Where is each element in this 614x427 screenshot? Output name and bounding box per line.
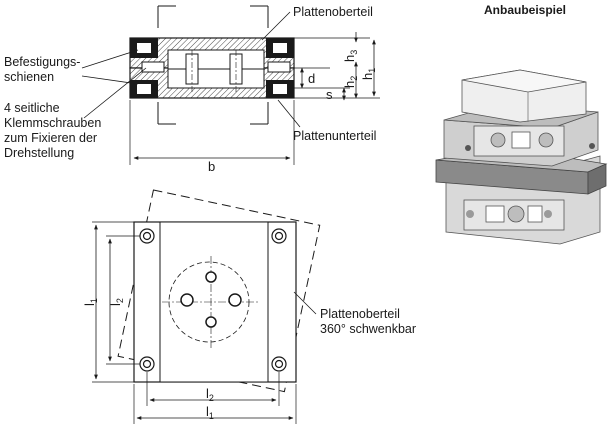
dim-h2: h2 — [342, 76, 359, 88]
svg-text:h1: h1 — [360, 68, 377, 80]
svg-text:l2: l2 — [108, 298, 125, 306]
dim-l1-left: l1 — [82, 298, 99, 306]
dim-h1: h1 — [360, 68, 377, 80]
corner-screw — [139, 228, 155, 244]
label-swivel-line1: Plattenoberteil — [320, 307, 400, 321]
dim-l1-bottom: l1 — [206, 404, 214, 421]
svg-text:h2: h2 — [342, 76, 359, 88]
label-screws-line2: Klemmschrauben — [4, 116, 101, 130]
corner-screw — [271, 356, 287, 372]
svg-text:h3: h3 — [342, 50, 359, 62]
dim-h3: h3 — [342, 50, 359, 62]
mounting-example-render — [435, 69, 608, 245]
corner-screw — [139, 356, 155, 372]
top-view — [92, 189, 321, 424]
dim-l2-bottom: l2 — [206, 386, 214, 403]
bolt-hole-left — [180, 293, 194, 307]
label-screws-line1: 4 seitliche — [4, 101, 60, 115]
corner-screw — [271, 228, 287, 244]
bolt-hole-right — [228, 293, 242, 307]
dim-d: d — [308, 71, 315, 86]
svg-text:l1: l1 — [82, 298, 99, 306]
dim-b: b — [208, 159, 215, 174]
label-plate-bottom: Plattenunterteil — [293, 129, 376, 143]
label-rails-line2: schienen — [4, 70, 54, 84]
clamp-screw-right — [267, 61, 291, 73]
label-plate-top: Plattenoberteil — [293, 5, 373, 19]
bolt-hole-bottom — [205, 316, 217, 328]
label-screws-line3: zum Fixieren der — [4, 131, 97, 145]
example-title: Anbaubeispiel — [484, 3, 566, 17]
label-rails-line1: Befestigungs- — [4, 55, 80, 69]
clamp-screw-left — [141, 61, 165, 73]
label-screws-line4: Drehstellung — [4, 146, 74, 160]
dim-s: s — [326, 87, 333, 102]
bolt-hole-top — [205, 271, 217, 283]
dim-l2-left: l2 — [108, 298, 125, 306]
label-swivel-line2: 360° schwenkbar — [320, 322, 416, 336]
section-view — [81, 5, 380, 165]
